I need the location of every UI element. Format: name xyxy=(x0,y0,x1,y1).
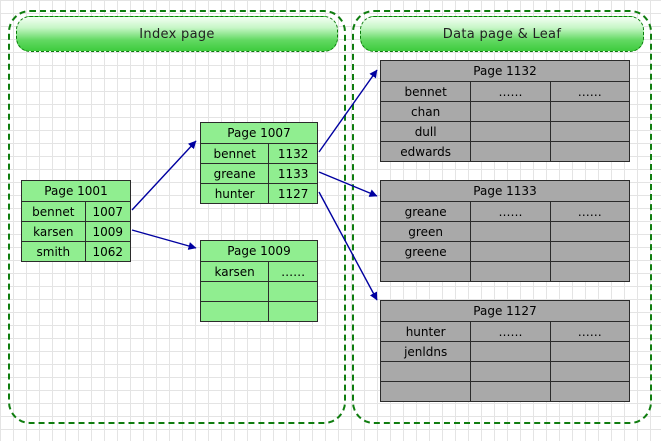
table-title: Page 1009 xyxy=(227,244,291,258)
table-cell: chan xyxy=(411,104,441,119)
table-cell: …… xyxy=(470,82,549,101)
table-cell xyxy=(549,342,629,361)
table-cell: bennet xyxy=(32,204,75,219)
table-cell xyxy=(470,242,549,261)
table-cell xyxy=(549,242,629,261)
table-cell: hunter xyxy=(405,324,446,339)
table-cell xyxy=(549,102,629,121)
table-row xyxy=(381,261,629,281)
table-cell xyxy=(470,342,549,361)
table-page-1001: Page 1001 bennet 1007 karsen 1009 smith … xyxy=(21,180,131,262)
table-row: bennet 1132 xyxy=(201,143,317,163)
table-cell xyxy=(549,222,629,241)
table-cell xyxy=(470,382,549,401)
table-row: dull xyxy=(381,121,629,141)
table-row: edwards xyxy=(381,141,629,161)
table-title: Page 1133 xyxy=(473,184,537,198)
table-row: karsen 1009 xyxy=(22,221,130,241)
table-page-1133: Page 1133 greane …… …… green greene xyxy=(380,180,630,282)
table-page-1007: Page 1007 bennet 1132 greane 1133 hunter… xyxy=(200,122,318,204)
table-row: greane 1133 xyxy=(201,163,317,183)
table-cell xyxy=(549,142,629,161)
table-cell: 1127 xyxy=(268,184,317,203)
table-row xyxy=(201,301,317,321)
table-cell: …… xyxy=(549,202,629,221)
table-cell xyxy=(470,262,549,281)
table-row xyxy=(201,281,317,301)
table-row: jenldns xyxy=(381,341,629,361)
table-row: smith 1062 xyxy=(22,241,130,261)
data-page-header: Data page & Leaf xyxy=(360,16,644,52)
table-cell: …… xyxy=(470,322,549,341)
table-cell: 1132 xyxy=(268,144,317,163)
table-row xyxy=(381,381,629,401)
index-page-title: Index page xyxy=(139,26,215,42)
table-cell xyxy=(549,262,629,281)
table-title: Page 1127 xyxy=(473,304,537,318)
table-cell: …… xyxy=(470,202,549,221)
data-page-title: Data page & Leaf xyxy=(442,26,562,42)
table-cell xyxy=(381,262,470,281)
table-cell: karsen xyxy=(214,264,255,279)
table-cell xyxy=(201,282,268,301)
table-page-1009: Page 1009 karsen …… xyxy=(200,240,318,322)
table-cell xyxy=(268,302,317,321)
table-cell: edwards xyxy=(400,144,452,159)
table-cell: 1062 xyxy=(84,242,130,261)
table-cell: jenldns xyxy=(404,344,448,359)
table-cell xyxy=(549,362,629,381)
table-title: Page 1001 xyxy=(44,184,108,198)
table-row: greane …… …… xyxy=(381,201,629,221)
table-cell: smith xyxy=(36,244,71,259)
table-row: greene xyxy=(381,241,629,261)
table-row: green xyxy=(381,221,629,241)
table-cell xyxy=(470,122,549,141)
table-cell: …… xyxy=(549,82,629,101)
table-cell: 1009 xyxy=(84,222,130,241)
table-row: hunter 1127 xyxy=(201,183,317,203)
table-cell xyxy=(470,102,549,121)
table-cell xyxy=(470,222,549,241)
table-cell: hunter xyxy=(214,186,255,201)
table-title: Page 1132 xyxy=(473,64,537,78)
table-cell: 1007 xyxy=(84,202,130,221)
table-cell xyxy=(381,382,470,401)
table-row: bennet …… …… xyxy=(381,81,629,101)
table-row: bennet 1007 xyxy=(22,201,130,221)
table-cell: bennet xyxy=(404,84,447,99)
table-row: chan xyxy=(381,101,629,121)
index-page-header: Index page xyxy=(16,16,338,52)
table-cell xyxy=(549,382,629,401)
table-page-1127: Page 1127 hunter …… …… jenldns xyxy=(380,300,630,402)
table-cell xyxy=(201,302,268,321)
table-cell xyxy=(549,122,629,141)
table-page-1132: Page 1132 bennet …… …… chan dull edwards xyxy=(380,60,630,162)
table-cell: green xyxy=(408,224,443,239)
table-row: hunter …… …… xyxy=(381,321,629,341)
table-cell xyxy=(381,362,470,381)
table-row: karsen …… xyxy=(201,261,317,281)
index-page-container: Index page xyxy=(8,10,346,424)
table-cell: bennet xyxy=(213,146,256,161)
table-cell: greene xyxy=(404,244,447,259)
table-cell: dull xyxy=(414,124,437,139)
table-cell: 1133 xyxy=(268,164,317,183)
table-cell: greane xyxy=(213,166,256,181)
table-cell: …… xyxy=(268,262,317,281)
table-row xyxy=(381,361,629,381)
table-cell: karsen xyxy=(33,224,74,239)
table-cell xyxy=(470,362,549,381)
table-title: Page 1007 xyxy=(227,126,291,140)
table-cell xyxy=(268,282,317,301)
table-cell: …… xyxy=(549,322,629,341)
table-cell: greane xyxy=(404,204,447,219)
table-cell xyxy=(470,142,549,161)
